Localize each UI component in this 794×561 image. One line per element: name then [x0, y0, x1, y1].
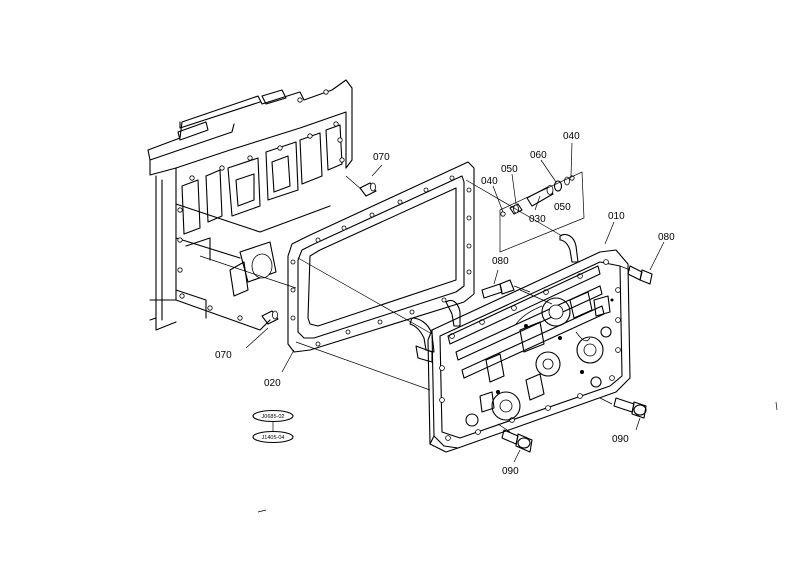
callout-090-right: 090 [612, 434, 629, 445]
leader-lines [245, 142, 665, 463]
bolt-090-lower [501, 429, 533, 453]
dowel-pin-upper [345, 175, 377, 197]
callout-050-lower: 050 [554, 202, 571, 213]
shift-fork-top [559, 233, 579, 263]
reference-oval-2 [252, 430, 294, 444]
washer-050 [564, 176, 570, 186]
gasket [287, 161, 475, 353]
selector-gear [491, 391, 521, 421]
callout-020: 020 [264, 378, 281, 389]
stray-marks [257, 401, 778, 513]
callout-080-right: 080 [658, 232, 675, 243]
callout-060: 060 [530, 150, 547, 161]
o-ring-060 [553, 180, 563, 192]
dowel-pin-lower [261, 310, 279, 325]
shift-cover-assembly [409, 233, 631, 453]
detent-parts [499, 171, 585, 253]
callout-070-upper: 070 [373, 152, 390, 163]
callout-040-right: 040 [563, 131, 580, 142]
callout-labels: 070 070 020 010 080 080 090 090 040 040 … [215, 131, 675, 477]
housing-bolt-holes [177, 89, 345, 321]
callout-030: 030 [529, 214, 546, 225]
steel-ball-040 [500, 211, 506, 217]
shift-lever-hub [541, 297, 571, 327]
bolt-090-right [613, 397, 647, 419]
reference-code-1: J0685-02 [262, 414, 285, 420]
assembly-guide-lines [199, 179, 631, 433]
callout-010: 010 [608, 211, 625, 222]
callout-040-left: 040 [481, 176, 498, 187]
bolt-080-left [481, 279, 531, 299]
shift-fork-middle [445, 299, 461, 327]
transmission-housing [147, 79, 353, 331]
callout-070-lower: 070 [215, 350, 232, 361]
reference-oval-1 [252, 409, 294, 423]
reference-code-2: J1405-04 [262, 435, 285, 441]
reference-codes: J0685-02 J1405-04 [252, 409, 294, 444]
callout-080-left: 080 [492, 256, 509, 267]
cover-bolt-holes [439, 259, 621, 441]
callout-090-lower: 090 [502, 466, 519, 477]
callout-050-upper: 050 [501, 164, 518, 175]
bolt-080-right [627, 265, 653, 285]
gasket-holes [290, 175, 472, 347]
